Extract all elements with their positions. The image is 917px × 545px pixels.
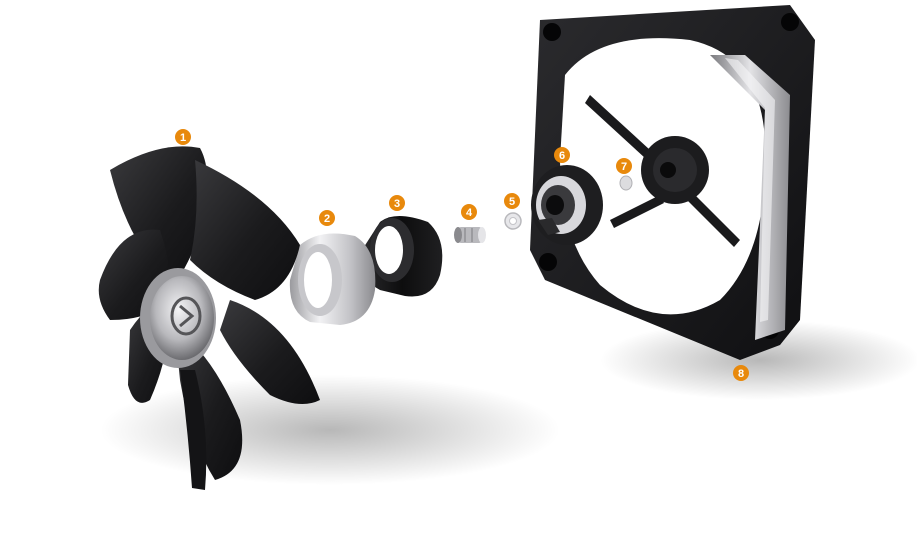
- svg-text:4: 4: [466, 207, 473, 219]
- blade-shadow: [100, 375, 560, 485]
- marker-7: 7: [616, 158, 632, 174]
- washer: [505, 213, 521, 229]
- marker-2: 2: [319, 210, 335, 226]
- magnetic-ring: [290, 233, 376, 325]
- marker-3: 3: [389, 195, 405, 211]
- marker-5: 5: [504, 193, 520, 209]
- marker-6: 6: [554, 147, 570, 163]
- svg-text:8: 8: [738, 368, 744, 380]
- svg-text:1: 1: [180, 132, 186, 144]
- marker-4: 4: [461, 204, 477, 220]
- motor-hub: [531, 165, 603, 245]
- svg-text:3: 3: [394, 198, 400, 210]
- svg-text:6: 6: [559, 150, 565, 162]
- shaft-bearing: [454, 227, 486, 243]
- svg-text:2: 2: [324, 213, 330, 225]
- svg-text:7: 7: [621, 161, 627, 173]
- svg-text:5: 5: [509, 196, 515, 208]
- marker-1: 1: [175, 129, 191, 145]
- marker-8: 8: [733, 365, 749, 381]
- small-washer: [620, 176, 632, 190]
